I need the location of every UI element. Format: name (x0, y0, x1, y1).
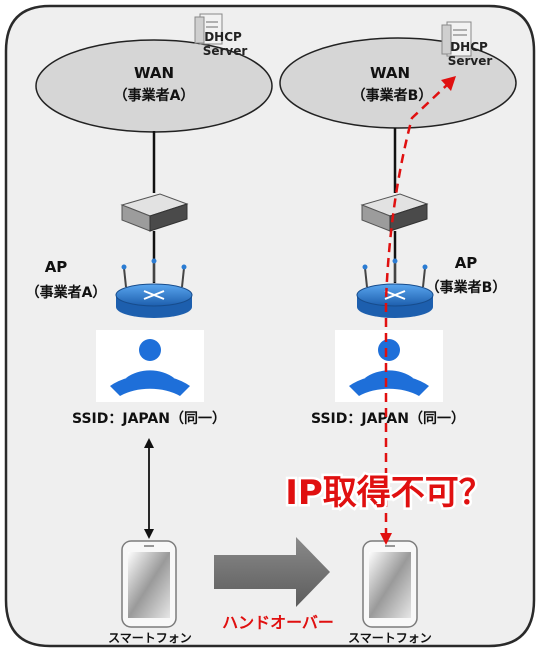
smartphone-icon-right (362, 540, 418, 628)
dhcp-label-line1-left: DHCP (204, 30, 242, 44)
handover-arrow (214, 537, 330, 607)
wifi-signal-icon-right (335, 330, 443, 402)
ap-title-left: AP (45, 258, 68, 276)
dhcp-request-path (380, 76, 456, 545)
dhcp-label-line2-right: Server (448, 54, 493, 68)
dhcp-label-line1-right: DHCP (450, 40, 488, 54)
router-icon-left (120, 193, 189, 232)
wifi-signal-icon-left (96, 330, 204, 402)
wan-title-right: WAN (370, 64, 410, 82)
access-point-icon-right (356, 258, 434, 318)
wan-cloud-right (279, 37, 517, 129)
ap-operator-left: （事業者A） (26, 284, 107, 301)
smartphone-icon-left (121, 540, 177, 628)
wan-operator-right: （事業者B） (352, 87, 433, 104)
ssid-label-right: SSID：JAPAN（同一） (311, 411, 465, 427)
dhcp-server-icon-right (441, 21, 472, 57)
dhcp-server-icon-left (194, 13, 223, 45)
access-point-icon-left (115, 258, 193, 318)
ssid-label-left: SSID：JAPAN（同一） (72, 411, 226, 427)
dhcp-label-line2-left: Server (203, 44, 248, 58)
handover-label: ハンドオーバー (222, 613, 334, 632)
background-panel (4, 4, 536, 648)
smartphone-label-left: スマートフォン (108, 631, 192, 645)
wan-operator-left: （事業者A） (114, 87, 195, 104)
ap-operator-right: （事業者B） (426, 279, 507, 296)
ap-title-right: AP (455, 254, 478, 272)
smartphone-label-right: スマートフォン (348, 631, 432, 645)
ip-failure-label: IP取得不可？ (285, 473, 493, 513)
wan-title-left: WAN (134, 64, 174, 82)
connection-arrow-left (144, 438, 154, 539)
